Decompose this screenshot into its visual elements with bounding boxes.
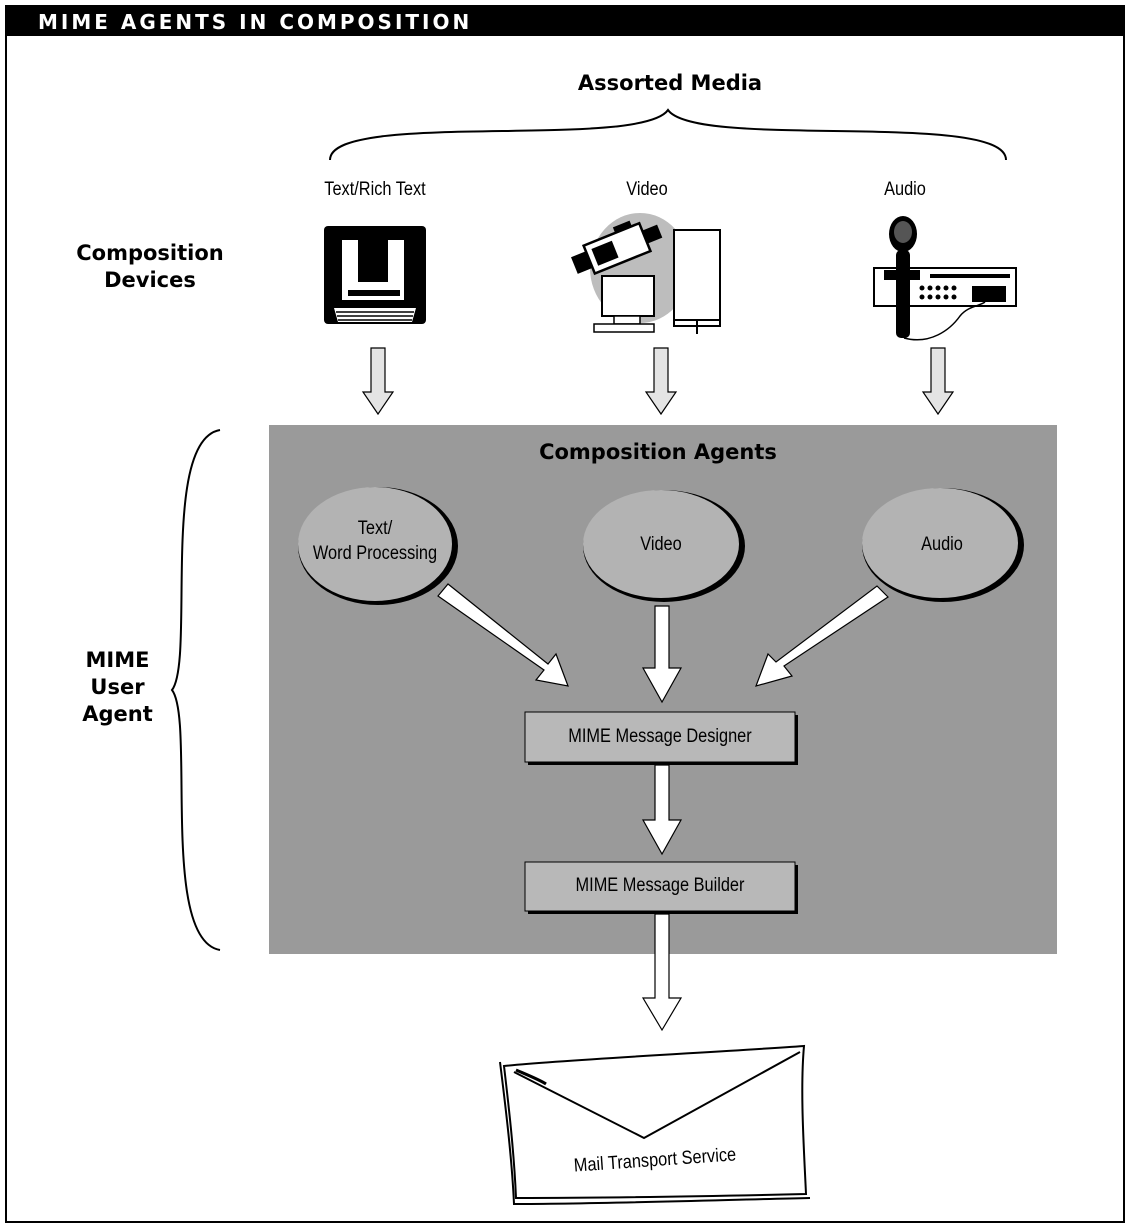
device-arrow-text <box>361 347 395 416</box>
composition-devices-line2: Devices <box>104 268 196 292</box>
device-arrow-audio <box>921 347 955 416</box>
agent-label-video: Video <box>640 534 682 555</box>
builder-box <box>524 861 798 914</box>
agent-ellipse-audio <box>862 488 1024 602</box>
assorted-media-label: Assorted Media <box>577 71 763 95</box>
agent-arrow-video <box>641 605 683 704</box>
envelope-icon <box>499 1044 811 1206</box>
designer-box <box>524 711 798 765</box>
outer-border <box>5 5 1125 1223</box>
designer-label: MIME Message Designer <box>568 726 752 747</box>
agent-arrow-text <box>437 583 569 687</box>
composition-devices-label: Composition Devices <box>60 240 240 294</box>
user-agent-label: MIME User Agent <box>60 647 175 728</box>
builder-to-transport-arrow <box>641 913 683 1032</box>
device-label-text: Text/Rich Text <box>324 179 426 200</box>
device-arrow-video <box>644 347 678 416</box>
device-label-video: Video <box>626 179 668 200</box>
designer-to-builder-arrow <box>641 764 683 856</box>
agent-label-audio: Audio <box>921 534 963 555</box>
builder-label: MIME Message Builder <box>575 875 745 896</box>
device-label-audio: Audio <box>884 179 926 200</box>
user-agent-brace <box>170 429 221 951</box>
video-camera-computer-icon <box>571 213 721 334</box>
agent-ellipse-text <box>298 487 458 605</box>
keyboard-terminal-icon <box>324 226 426 324</box>
agent-label-text-line1: Text/ <box>357 518 393 539</box>
composition-agents-title: Composition Agents <box>539 440 777 464</box>
user-agent-line1: MIME <box>85 648 150 672</box>
microphone-recorder-icon <box>873 216 1017 341</box>
agent-label-text-line2: Word Processing <box>312 543 438 564</box>
figure-title: MIME AGENTS IN COMPOSITION <box>38 10 473 34</box>
assorted-media-brace <box>329 108 1007 161</box>
agent-arrow-audio <box>755 585 889 687</box>
agent-label-text: Text/ Word Processing <box>306 516 444 566</box>
agent-ellipse-video <box>583 490 745 602</box>
user-agent-line3: Agent <box>82 702 153 726</box>
title-bar: MIME AGENTS IN COMPOSITION <box>6 6 1124 36</box>
composition-devices-line1: Composition <box>76 241 224 265</box>
user-agent-line2: User <box>90 675 145 699</box>
